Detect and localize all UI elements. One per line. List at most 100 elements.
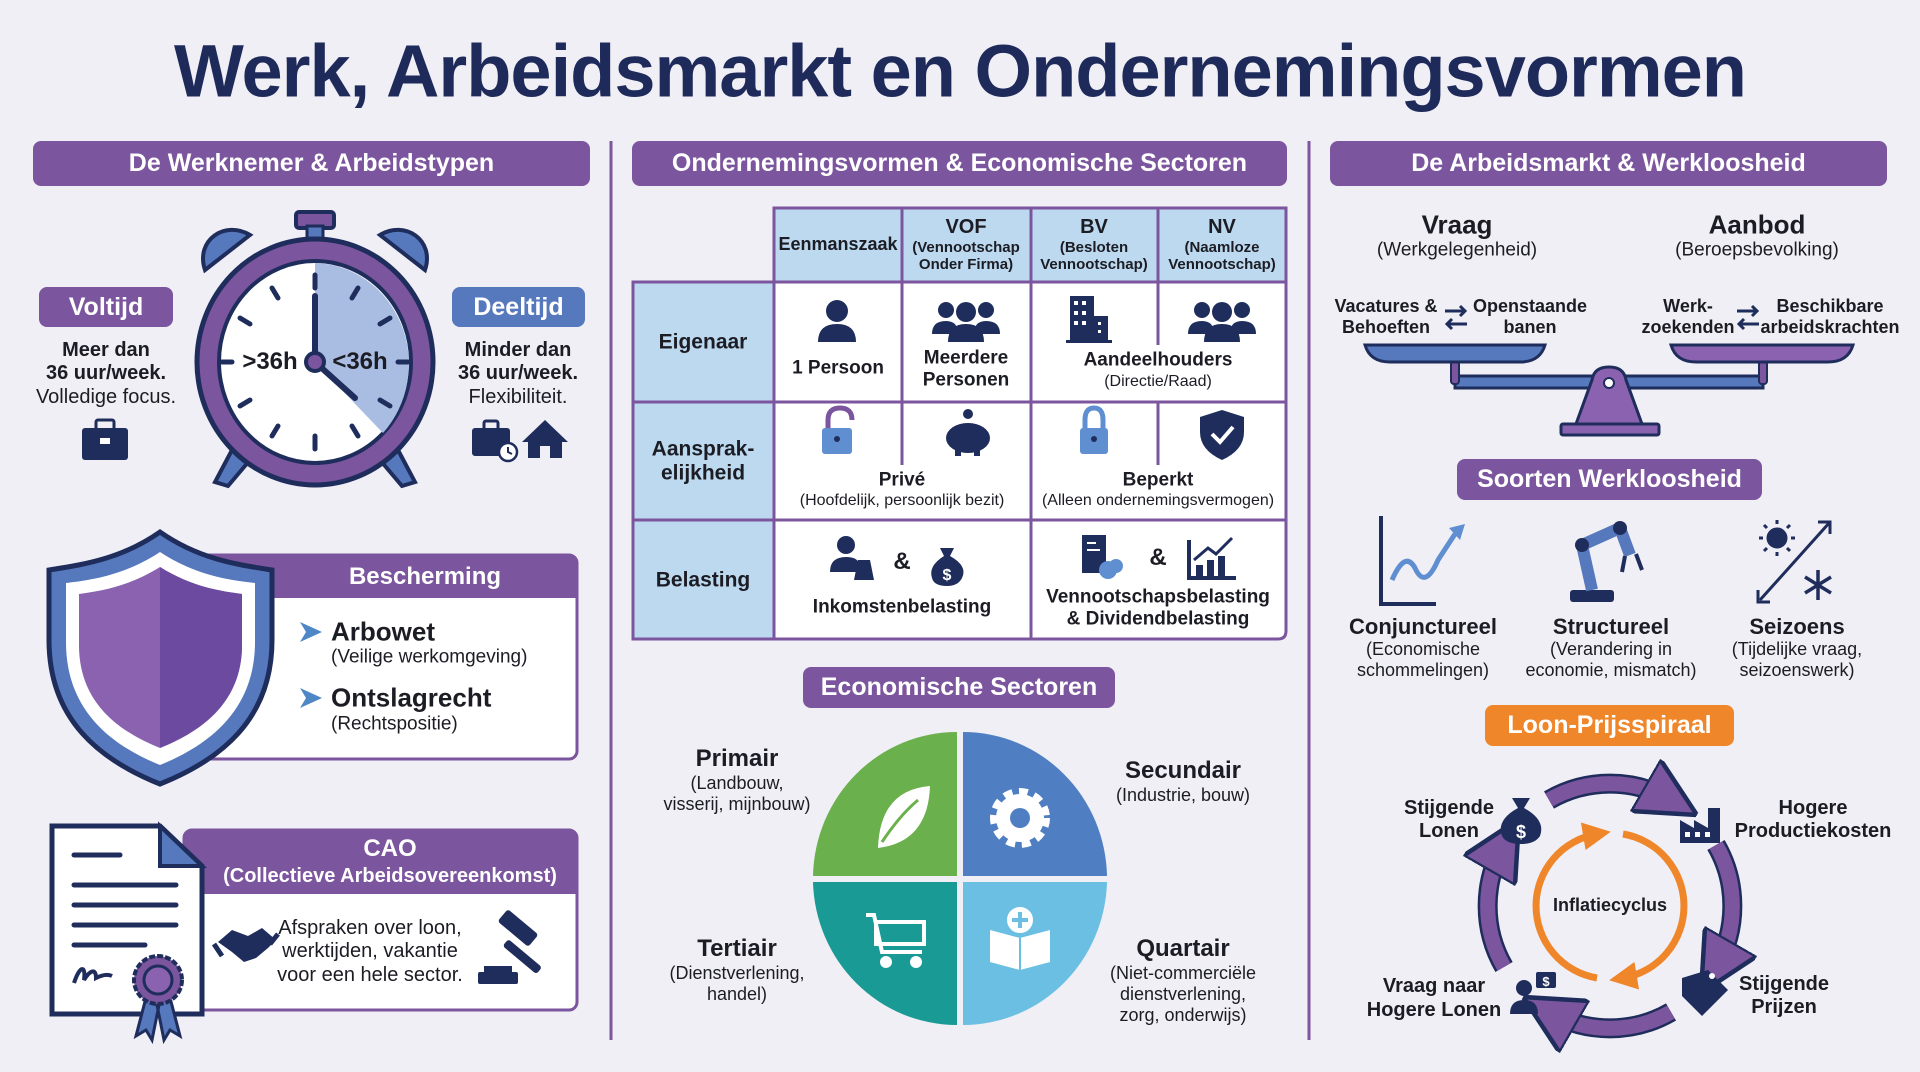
ampersand: & [1149,543,1167,571]
vraag-sub: (Werkgelegenheid) [1376,239,1538,261]
page-title: Werk, Arbeidsmarkt en Ondernemingsvormen [173,29,1747,113]
ontslagrecht-title: Ontslagrecht [331,682,492,713]
sun-snowflake-icon [1756,520,1832,604]
arbowet-sub: (Veilige werkomgeving) [331,646,528,668]
contract-document-icon [49,821,207,1045]
sector-primair [813,732,957,876]
spiraal-step: Stijgende [1738,973,1830,995]
svg-text:$: $ [943,567,952,584]
wage-price-cycle [1488,784,1733,1029]
cell-text: 1 Persoon [792,357,884,379]
clock-label-fulltime: >36h [242,347,298,375]
section-header-arbeidsmarkt: De Arbeidsmarkt & Werkloosheid [1330,141,1887,186]
gear-icon [990,788,1050,848]
sectoren-header: Economische Sectoren [803,667,1115,708]
shield-icon [46,528,275,787]
sector-desc: (Niet-commerciële [1109,963,1257,984]
price-tag-icon [1682,970,1728,1016]
balance-scale-icon [1362,343,1856,437]
column-header-sub: (Naamloze [1184,238,1260,256]
aanbod-detail: Werk- [1663,296,1713,317]
column-header-nv: NV [1208,216,1236,238]
sector-name: Quartair [1136,934,1230,962]
cao-title: CAO [363,834,417,862]
cell-text: Vennootschapsbelasting [1046,586,1270,608]
cell-subtext: (Directie/Raad) [1104,373,1212,391]
spiraal-step: Hogere Lonen [1366,999,1502,1021]
vraag-detail: Vacatures & [1334,296,1438,317]
spiraal-step: Productiekosten [1734,820,1892,842]
cao-text-line: Afspraken over loon, [278,917,462,939]
werkloosheid-type: Seizoens [1749,613,1845,639]
svg-text:$: $ [1542,974,1550,989]
column-header-bv: BV [1080,216,1108,238]
sector-desc: (Dienstverlening, [669,963,805,984]
alarm-clock-icon [194,210,436,489]
section-header-ondernemingsvormen: Ondernemingsvormen & Economische Sectore… [632,141,1287,186]
sector-name: Secundair [1124,756,1242,784]
column-header-vof: VOF [945,216,987,238]
sector-desc: handel) [706,984,768,1005]
werkloosheid-desc: seizoenswerk) [1739,660,1855,681]
sector-desc: (Landbouw, [690,773,784,794]
arbowet-title: Arbowet [331,616,435,647]
ampersand: & [893,547,911,575]
house-icon [522,420,568,458]
briefcase-clock-icon [472,419,519,463]
spiraal-step: Stijgende [1403,797,1495,819]
column-header-sub: Vennootschap) [1040,255,1148,273]
ontslagrecht-sub: (Rechtspositie) [331,713,458,735]
cao-text-line: voor een hele sector. [277,964,463,986]
handshake-icon [211,928,280,962]
sector-desc: zorg, onderwijs) [1119,1005,1247,1026]
cell-text: Beperkt [1122,469,1194,491]
company-forms-table-grid [631,206,1288,641]
cell-text: & Dividendbelasting [1066,608,1250,630]
cell-text: Personen [922,369,1010,391]
robot-arm-icon [1570,521,1644,602]
bescherming-header: Bescherming [348,562,502,590]
column-header-sub: Onder Firma) [918,255,1014,273]
spiraal-step: Prijzen [1751,996,1817,1018]
cell-text: Meerdere [923,347,1009,369]
line-chart-up-icon [1379,516,1465,606]
werkloosheid-desc: (Verandering in [1549,639,1673,660]
vraag-detail: Behoeften [1341,317,1431,338]
werkloosheid-desc: (Economische [1365,639,1481,660]
aanbod-sub: (Beroepsbevolking) [1675,239,1839,261]
cell-subtext: (Hoofdelijk, persoonlijk bezit) [799,492,1005,510]
voltijd-line: Meer dan [62,339,150,361]
cao-subtitle: (Collectieve Arbeidsovereenkomst) [223,865,557,887]
cell-subtext: (Alleen ondernemingsvermogen) [1041,492,1275,510]
deeltijd-badge: Deeltijd [452,287,585,327]
exchange-arrows-icon [1444,304,1760,331]
spiraal-step: Vraag naar [1382,975,1486,997]
werkloosheid-desc: schommelingen) [1356,660,1490,681]
briefcase-icon [82,418,128,460]
leaf-icon [878,786,930,848]
money-bag-icon: $ [931,548,964,586]
bar-chart-up-icon [1187,536,1236,580]
sector-name: Tertiair [697,934,777,962]
aanbod-detail: zoekenden [1641,317,1735,338]
vraag-title: Vraag [1421,209,1493,240]
sector-desc: dienstverlening, [1119,984,1247,1005]
deeltijd-line: Minder dan [464,339,572,361]
row-header-aansprakelijkheid: elijkheid [660,461,746,485]
gavel-icon [478,910,541,984]
aanbod-title: Aanbod [1708,209,1806,240]
sector-desc: (Industrie, bouw) [1115,785,1251,806]
person-tax-icon [830,536,874,580]
deeltijd-line: Flexibiliteit. [468,386,568,408]
werkloosheid-type: Conjunctureel [1349,613,1497,639]
column-header-sub: (Vennootschap [912,238,1020,256]
shield-check-icon [1200,410,1244,460]
arrow-bullet-icon [300,622,322,708]
voltijd-badge: Voltijd [39,287,173,327]
group-icon [932,302,1000,342]
row-header-belasting: Belasting [655,568,751,592]
svg-text:$: $ [1516,822,1526,842]
book-medical-icon [990,905,1050,970]
sector-name: Primair [695,744,779,772]
spiraal-step: Hogere [1778,797,1848,819]
